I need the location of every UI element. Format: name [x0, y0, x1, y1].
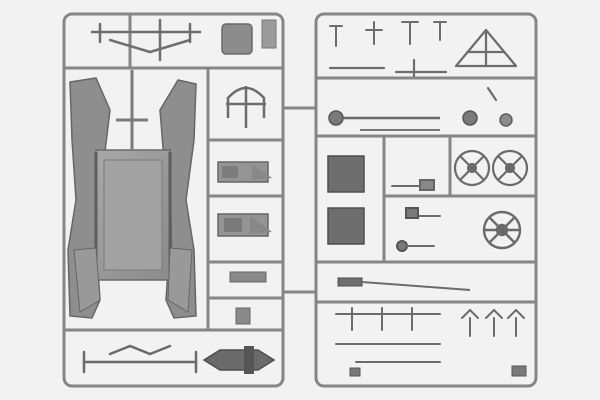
seat-back-part-2: [327, 207, 365, 245]
steering-column-part: [328, 110, 440, 131]
long-rods-row: [335, 307, 441, 363]
small-fittings: [391, 179, 441, 252]
small-clips-row: [461, 308, 525, 337]
spoked-wheel-part-2: [491, 149, 529, 187]
small-bracket-part: [229, 271, 267, 283]
seat-back-part: [327, 155, 365, 193]
engine-block-part: [217, 161, 272, 183]
gear-knob-part: [462, 110, 478, 126]
steering-linkage-part: [90, 18, 202, 62]
frame-connector: [281, 106, 318, 294]
right-sprue-frame: [314, 12, 538, 388]
exhaust-pipe-part: [337, 277, 471, 291]
chassis-fender-part: [67, 70, 197, 319]
radiator-part: [217, 213, 272, 237]
front-axle-part: [82, 344, 198, 374]
small-nubs: [349, 365, 527, 377]
left-sprue-frame: [62, 12, 285, 388]
seat-cushion-part: [221, 23, 253, 55]
small-levers-row: [329, 21, 447, 47]
horizontal-rods-row: [328, 58, 498, 102]
windshield-frame-part: [454, 28, 518, 68]
spoked-wheel-part-1: [453, 149, 491, 187]
fuel-tank-part: [202, 346, 276, 374]
small-pin-part: [235, 307, 251, 325]
small-hub-part: [499, 113, 513, 127]
small-tab-part: [261, 19, 277, 49]
spoked-wheel-part-3: [482, 210, 522, 250]
seat-frame-part: [226, 86, 266, 128]
